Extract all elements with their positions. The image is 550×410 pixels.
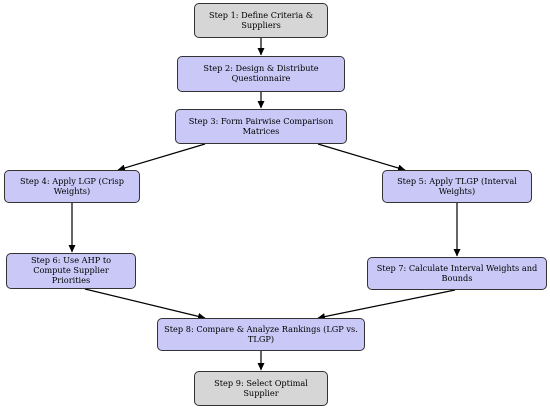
step-2-node: Step 2: Design & Distribute Questionnair… — [177, 56, 345, 92]
arrow-step3-to-step4 — [117, 143, 206, 172]
step-4-node: Step 4: Apply LGP (Crisp Weights) — [4, 170, 140, 203]
arrow-step7-to-step8 — [317, 289, 456, 321]
arrow-step6-to-step8 — [84, 288, 206, 320]
arrow-step3-to-step5 — [317, 143, 406, 172]
step-7-node: Step 7: Calculate Interval Weights and B… — [367, 257, 547, 290]
step-1-node: Step 1: Define Criteria & Suppliers — [194, 3, 328, 38]
step-9-node: Step 9: Select Optimal Supplier — [194, 371, 328, 406]
step-5-node: Step 5: Apply TLGP (Interval Weights) — [382, 170, 532, 203]
step-8-node: Step 8: Compare & Analyze Rankings (LGP … — [157, 318, 365, 351]
step-3-node: Step 3: Form Pairwise Comparison Matrice… — [175, 109, 347, 144]
step-6-node: Step 6: Use AHP to Compute Supplier Prio… — [6, 253, 136, 289]
